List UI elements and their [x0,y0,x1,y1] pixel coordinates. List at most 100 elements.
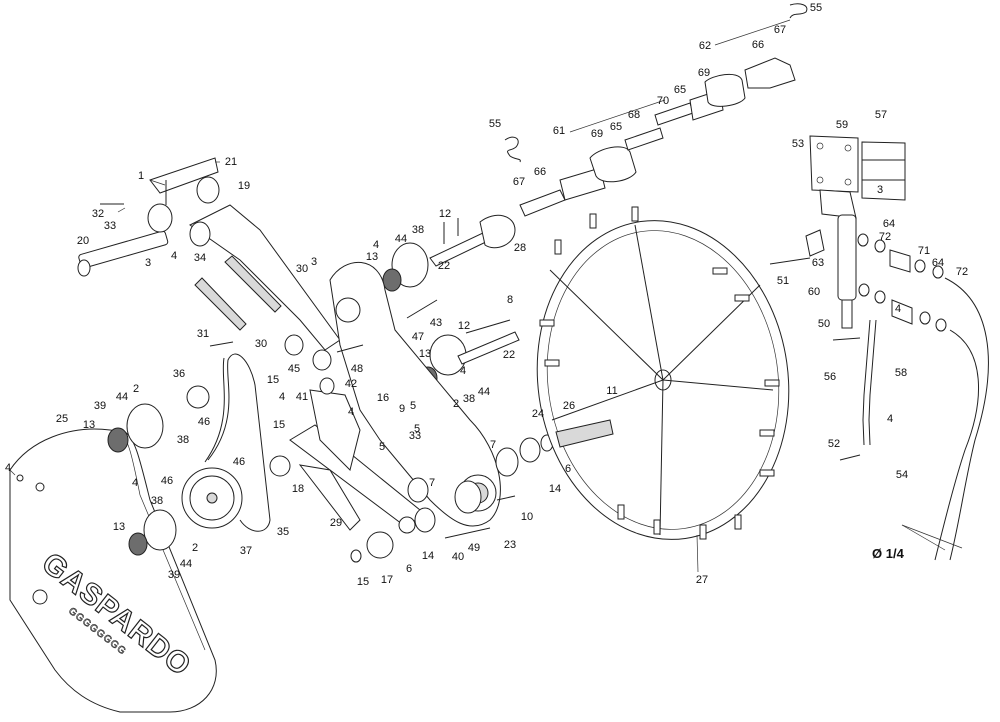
hydraulic-hose [934,277,989,561]
callout-30: 30 [255,338,267,350]
callout-4: 4 [348,406,354,418]
callout-5: 5 [379,441,385,453]
callout-8: 8 [507,294,513,306]
callout-44: 44 [478,386,490,398]
callout-66: 66 [534,166,546,178]
callout-32: 32 [92,208,104,220]
callout-70: 70 [657,95,669,107]
callout-13: 13 [83,419,95,431]
callout-47: 47 [412,331,424,343]
callout-6: 6 [406,563,412,575]
callout-53: 53 [792,138,804,150]
callout-3: 3 [311,256,317,268]
callout-65: 65 [674,84,686,96]
callout-64: 64 [883,218,895,230]
callout-44: 44 [116,391,128,403]
callout-13: 13 [366,251,378,263]
callout-65: 65 [610,121,622,133]
callout-10: 10 [521,511,533,523]
callout-4: 4 [279,391,285,403]
telescopic-shaft-62 [654,3,808,126]
callout-4: 4 [171,250,177,262]
callout-60: 60 [808,286,820,298]
callout-63: 63 [812,257,824,269]
callout-7: 7 [429,477,435,489]
callout-18: 18 [292,483,304,495]
callout-69: 69 [591,128,603,140]
callout-46: 46 [233,456,245,468]
callout-54: 54 [896,469,908,481]
callout-44: 44 [180,558,192,570]
callout-21: 21 [225,156,237,168]
safety-chain [862,319,877,446]
callout-44: 44 [395,233,407,245]
callout-46: 46 [161,475,173,487]
callout-38: 38 [177,434,189,446]
callout-72: 72 [956,266,968,278]
upper-support-assembly [77,157,341,351]
callout-35: 35 [277,526,289,538]
bushing-set [284,334,554,563]
callout-25: 25 [56,413,68,425]
callout-50: 50 [818,318,830,330]
callout-37: 37 [240,545,252,557]
callout-36: 36 [173,368,185,380]
callout-11: 11 [606,385,617,397]
callout-39: 39 [168,569,180,581]
callout-24: 24 [532,408,544,420]
callout-58: 58 [895,367,907,379]
callout-43: 43 [430,317,442,329]
tension-spring [194,255,282,331]
callout-33: 33 [409,430,421,442]
callout-62: 62 [699,40,711,52]
callout-12: 12 [439,208,451,220]
drive-shaft-lower [457,319,520,365]
callout-52: 52 [828,438,840,450]
callout-69: 69 [698,67,710,79]
wheel-spade [539,206,780,540]
callout-17: 17 [381,574,393,586]
callout-59: 59 [836,119,848,131]
large-sprocket [181,467,243,529]
callout-56: 56 [824,371,836,383]
callout-2: 2 [453,398,459,410]
bolt-set [100,203,861,539]
callout-14: 14 [549,483,561,495]
callout-4: 4 [5,462,11,474]
hose-fittings [857,233,947,332]
callout-1: 1 [138,170,144,182]
callout-38: 38 [463,393,475,405]
callout-15: 15 [357,576,369,588]
callout-3: 3 [877,184,883,196]
callout-40: 40 [452,551,464,563]
bearing-flange [107,242,467,556]
callout-57: 57 [875,109,887,121]
telescopic-shaft-61 [504,127,664,217]
callout-26: 26 [563,400,575,412]
callout-4: 4 [460,365,466,377]
callout-14: 14 [422,550,434,562]
callout-38: 38 [412,224,424,236]
hose-diameter-label: Ø 1/4 [872,546,905,561]
callout-4: 4 [373,239,379,251]
callout-leaders [9,19,963,573]
callout-19: 19 [238,180,250,192]
callout-48: 48 [351,363,363,375]
callout-31: 31 [197,328,209,340]
callout-49: 49 [468,542,480,554]
callout-33: 33 [104,220,116,232]
callout-45: 45 [288,363,300,375]
callout-3: 3 [145,257,151,269]
callout-2: 2 [133,383,139,395]
land-wheel [536,206,790,540]
callout-42: 42 [345,378,357,390]
callout-30: 30 [296,263,308,275]
callout-7: 7 [490,439,496,451]
hitch-bracket [809,135,906,219]
callout-72: 72 [879,231,891,243]
callout-22: 22 [438,260,450,272]
callout-67: 67 [774,24,786,36]
callout-28: 28 [514,242,526,254]
callout-4: 4 [887,413,893,425]
